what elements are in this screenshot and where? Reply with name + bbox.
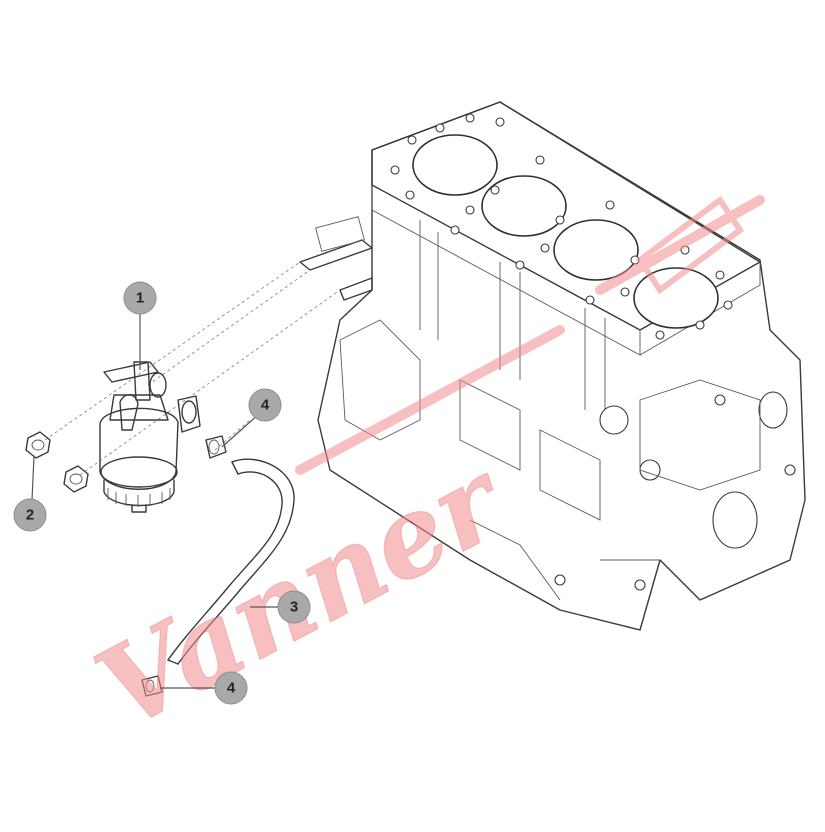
nut-left — [25, 431, 51, 459]
leader-lines — [31, 312, 294, 689]
callout-3: 3 — [277, 590, 311, 624]
alignment-lines — [44, 261, 341, 476]
callout-1: 1 — [123, 281, 157, 315]
hose-clamp-upper — [205, 435, 227, 459]
hose-clamp-lower — [141, 675, 163, 697]
nut-right — [63, 465, 89, 493]
fuel-filter-assembly — [99, 361, 201, 513]
callout-3-label: 3 — [290, 599, 298, 616]
callout-2-label: 2 — [26, 507, 34, 524]
callout-4a-label: 4 — [261, 397, 270, 414]
callout-1-label: 1 — [136, 290, 144, 307]
callout-4a: 4 — [248, 388, 282, 422]
callout-4b-label: 4 — [227, 680, 236, 697]
callout-2: 2 — [13, 498, 47, 532]
fuel-hose — [167, 458, 295, 665]
callout-4b: 4 — [214, 671, 248, 705]
